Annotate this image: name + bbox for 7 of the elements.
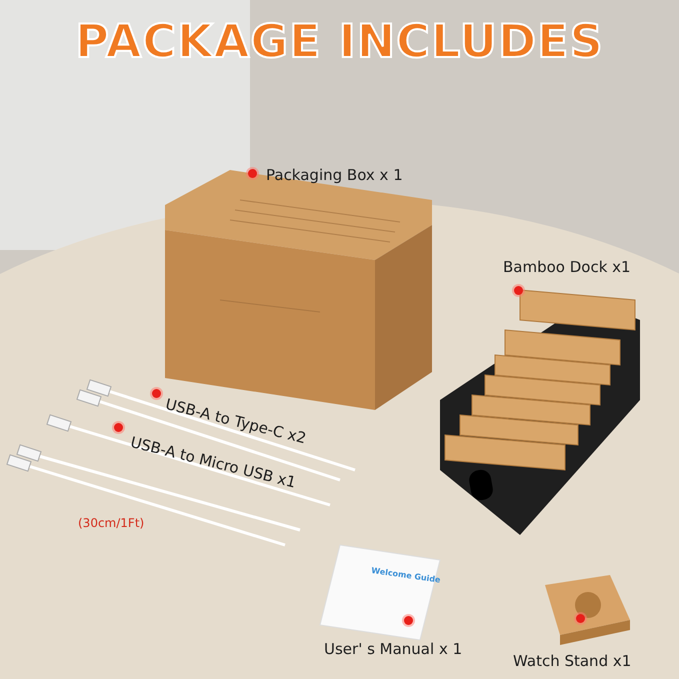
item-label: User' s Manual x 1 xyxy=(324,640,462,658)
booklet-title: Welcome Guide xyxy=(370,566,441,585)
page-title: PACKAGE INCLUDES xyxy=(74,14,605,68)
item-label: Bamboo Dock x1 xyxy=(503,258,631,276)
item-label: Packaging Box x 1 xyxy=(266,166,403,184)
item-label: Watch Stand x1 xyxy=(513,652,632,670)
length-note: (30cm/1Ft) xyxy=(78,516,144,530)
